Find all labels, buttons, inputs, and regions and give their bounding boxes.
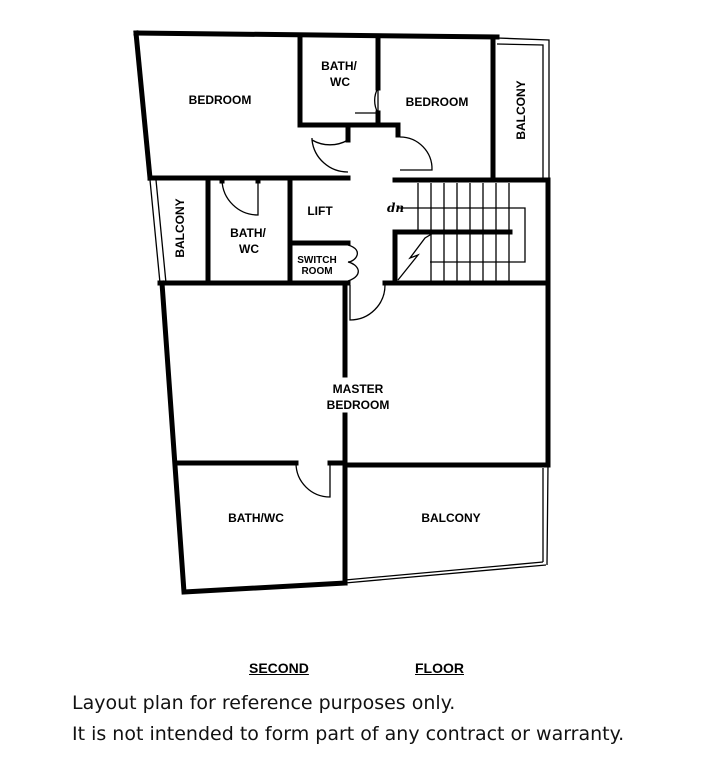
room-label-bath-3: BATH/WC <box>228 511 284 525</box>
caption-floor: FLOOR <box>415 660 464 676</box>
room-label-switch: SWITCH <box>297 255 336 266</box>
room-label-master-bedroom: BEDROOM <box>327 398 390 412</box>
room-label-bath-1-wc: WC <box>330 75 350 89</box>
stairs-down-label: dn <box>387 201 404 215</box>
room-label-balcony-left: BALCONY <box>173 198 187 257</box>
staircase <box>397 183 526 281</box>
room-label-bedroom-1: BEDROOM <box>189 93 252 107</box>
room-label-switch-room: ROOM <box>301 266 332 277</box>
disclaimer-line-1: Layout plan for reference purposes only. <box>72 692 456 714</box>
caption-second: SECOND <box>249 660 309 676</box>
interior-walls <box>147 34 551 586</box>
room-label-bath-2: BATH/ <box>230 226 266 240</box>
disclaimer-line-2: It is not intended to form part of any c… <box>72 723 625 745</box>
outer-walls <box>133 30 551 595</box>
room-label-balcony-bottom: BALCONY <box>421 511 480 525</box>
room-label-balcony-right: BALCONY <box>514 80 528 139</box>
room-label-bath-2-wc: WC <box>239 242 259 256</box>
room-label-master: MASTER <box>333 382 384 396</box>
room-label-bath-1: BATH/ <box>321 59 357 73</box>
room-label-lift: LIFT <box>307 204 333 218</box>
room-label-bedroom-2: BEDROOM <box>406 95 469 109</box>
doors <box>221 87 433 498</box>
